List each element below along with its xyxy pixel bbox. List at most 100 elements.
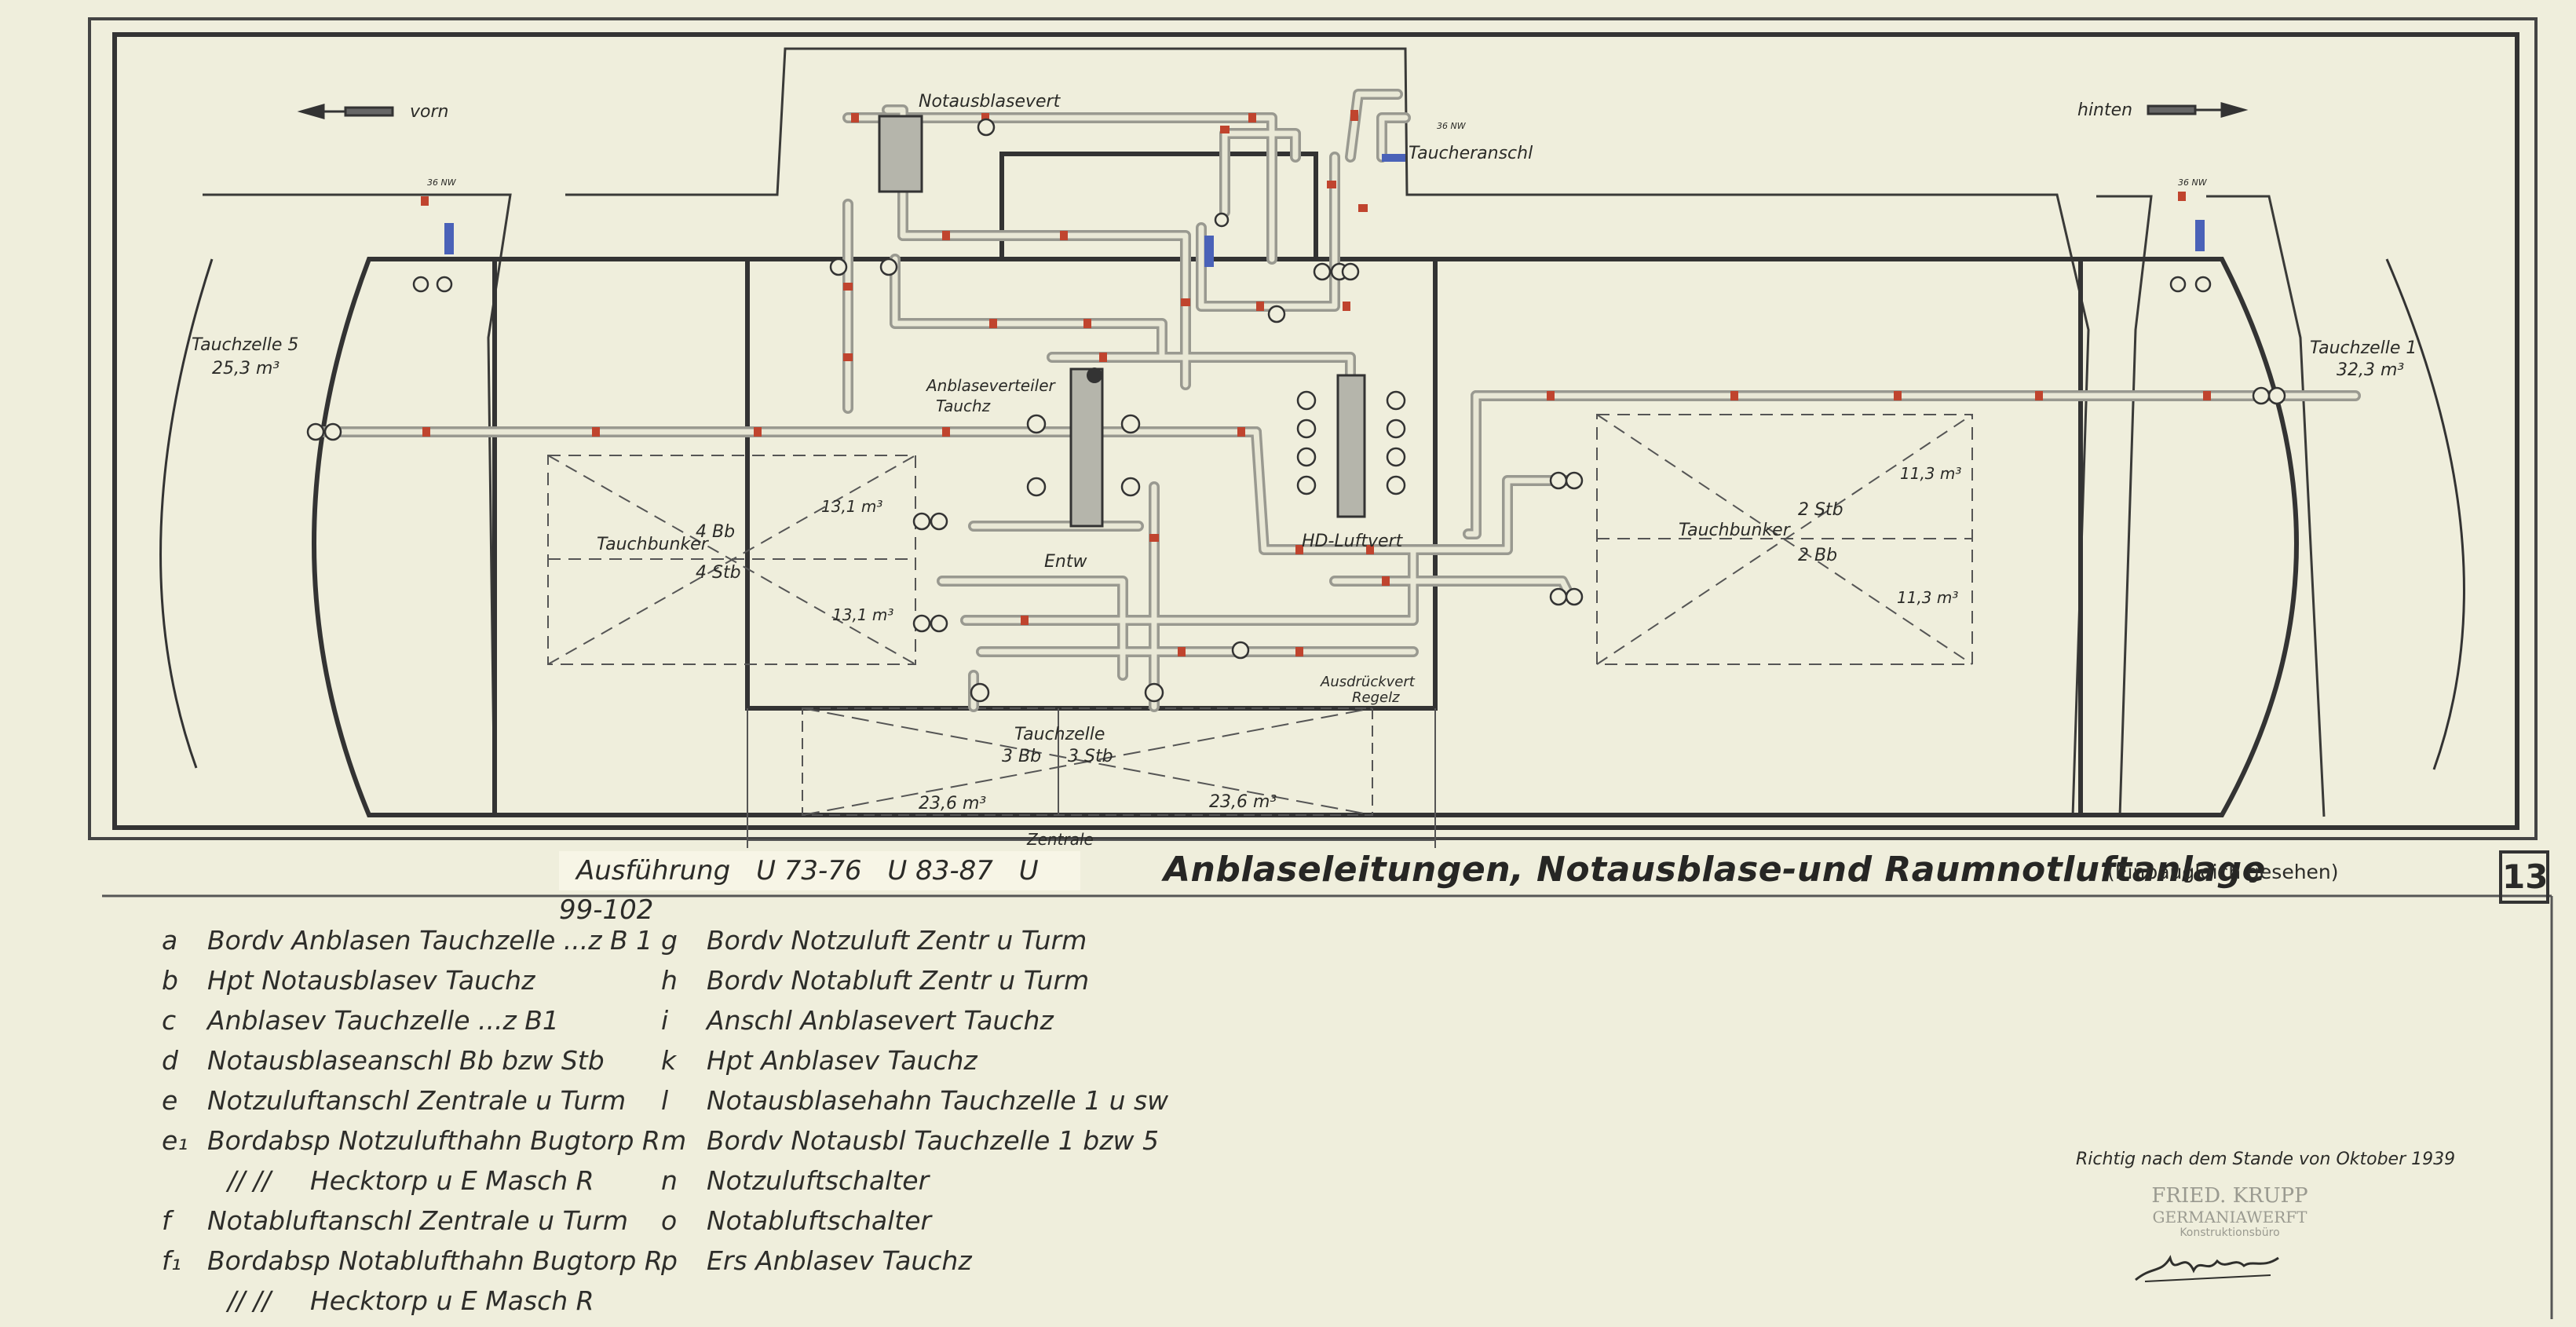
legend-text: Bordv Anblasen Tauchzelle ...z B 1: [207, 925, 653, 956]
turm-room: [999, 152, 1318, 261]
legend-item: e Notzuluftanschl Zentrale u Turm: [162, 1080, 663, 1120]
legend-item: // // Hecktorp u E Masch R: [162, 1281, 663, 1321]
label-hd-luftvert: HD-Luftvert: [1302, 532, 1404, 551]
legend-text: Anschl Anblasevert Tauchz: [707, 1005, 1054, 1036]
legend-text: Notausblasehahn Tauchzelle 1 u sw: [707, 1085, 1169, 1116]
legend-text: Hpt Notausblasev Tauchz: [207, 965, 535, 996]
legend-item: i Anschl Anblasevert Tauchz: [661, 1000, 1168, 1040]
inner-frame: [112, 32, 2519, 830]
label-entw: Entw: [1044, 552, 1087, 572]
drawing-title: Anblaseleitungen, Notausblase-und Raumno…: [1164, 850, 2266, 890]
legend-key: p: [661, 1245, 678, 1276]
tauchzelle-center: [747, 707, 1436, 848]
legend-key: o: [661, 1205, 678, 1236]
legend-key: g: [661, 925, 678, 956]
tauchzelle1-stern: [2385, 258, 2465, 770]
legend-key: h: [661, 965, 678, 996]
ausfuehrung-label: Ausführung: [576, 855, 731, 886]
label-pipe-size-center: 36 NW: [1437, 121, 1467, 131]
label-hinten: hinten: [2077, 101, 2132, 120]
label-bunker-left-vol-top: 13,1 m³: [821, 497, 882, 516]
tauchzelle1-outline: [2078, 257, 2299, 817]
tauchzelle5-bow: [159, 258, 214, 769]
legend-text: Notzuluftanschl Zentrale u Turm: [207, 1085, 627, 1116]
label-pipe-size-right: 36 NW: [2178, 177, 2208, 188]
legend-ditto: // //: [228, 1285, 271, 1316]
label-tauchzelle5: Tauchzelle 5: [192, 335, 298, 355]
legend-text: Hpt Anblasev Tauchz: [707, 1045, 977, 1076]
legend-text: Hecktorp u E Masch R: [309, 1165, 594, 1196]
legend-text: Ers Anblasev Tauchz: [707, 1245, 972, 1276]
legend-text: Notabluftanschl Zentrale u Turm: [207, 1205, 629, 1236]
legend-key: d: [162, 1045, 178, 1076]
label-bunker-left-4bb: 4 Bb: [696, 522, 735, 542]
label-tauchzelle1: Tauchzelle 1: [2310, 338, 2417, 358]
legend-text: Bordv Notausbl Tauchzelle 1 bzw 5: [707, 1125, 1159, 1156]
label-pipe-size-left: 36 NW: [427, 177, 457, 188]
legend-item: h Bordv Notabluft Zentr u Turm: [661, 960, 1168, 1000]
label-tauchzelle1-vol: 32,3 m³: [2337, 360, 2404, 380]
label-taucheranschl: Taucheranschl: [1409, 144, 1533, 163]
legend-key: m: [661, 1125, 687, 1156]
legend-item: b Hpt Notausblasev Tauchz: [162, 960, 663, 1000]
notausblasevert: [878, 115, 923, 193]
legend-ditto: // //: [228, 1165, 271, 1196]
legend-key: a: [162, 925, 178, 956]
label-tauchbunker-left: Tauchbunker: [597, 535, 710, 554]
label-bunker-right-2stb: 2 Stb: [1798, 500, 1843, 520]
label-tz-center-3stb: 3 Stb: [1068, 747, 1113, 766]
legend-text: Bordabsp Notzulufthahn Bugtorp R: [207, 1125, 660, 1156]
label-bunker-right-vol-top: 11,3 m³: [1900, 464, 1961, 483]
legend-key: c: [162, 1005, 177, 1036]
legend-key: f₁: [162, 1245, 181, 1276]
legend-key: b: [162, 965, 178, 996]
legend-item: m Bordv Notausbl Tauchzelle 1 bzw 5: [661, 1120, 1168, 1161]
company-stamp: FRIED. KRUPP GERMANIAWERFT Konstruktions…: [2151, 1184, 2308, 1239]
label-tauchz: Tauchz: [936, 397, 991, 415]
legend-text: Hecktorp u E Masch R: [309, 1285, 594, 1316]
label-bunker-right-2bb: 2 Bb: [1798, 546, 1837, 565]
label-ausdrueckvert: Ausdrückvert: [1320, 674, 1416, 690]
legend-key: l: [661, 1085, 669, 1116]
tauchzelle5-outline: [312, 257, 497, 817]
label-tauchzelle5-vol: 25,3 m³: [212, 359, 280, 378]
label-tauchzelle-center: Tauchzelle: [1014, 725, 1105, 744]
hd-luftvert: [1296, 374, 1406, 518]
signature: [2135, 1255, 2279, 1282]
label-bunker-right-vol-bot: 11,3 m³: [1897, 588, 1958, 607]
legend-text: Notausblaseanschl Bb bzw Stb: [207, 1045, 605, 1076]
outer-frame: [88, 17, 2538, 840]
arrow-vorn: [297, 104, 394, 119]
stamp-line-2: GERMANIAWERFT: [2152, 1208, 2307, 1226]
legend-item: // // Hecktorp u E Masch R: [162, 1161, 663, 1201]
label-tz-center-vol-right: 23,6 m³: [1209, 792, 1277, 812]
label-notausblasevert: Notausblasevert: [919, 92, 1061, 111]
label-bunker-left-4stb: 4 Stb: [696, 563, 741, 583]
label-bunker-left-vol-bot: 13,1 m³: [832, 605, 893, 624]
pipe-markers-blue: [444, 154, 2205, 267]
label-tauchbunker-right: Tauchbunker: [1679, 521, 1792, 540]
legend-key: f: [162, 1205, 171, 1236]
arrow-hinten: [2147, 102, 2249, 118]
legend-text: Bordabsp Notablufthahn Bugtorp R: [207, 1245, 663, 1276]
legend-item: f Notabluftanschl Zentrale u Turm: [162, 1201, 663, 1241]
label-zentrale: Zentrale: [1026, 830, 1094, 849]
tauchbunker-left: [547, 455, 916, 665]
legend-key: n: [661, 1165, 678, 1196]
drawing-subtitle: (Einbaugleich gesehen): [2107, 861, 2339, 883]
legend-text: Bordv Notabluft Zentr u Turm: [707, 965, 1090, 996]
sheet-number: 13: [2499, 850, 2549, 904]
legend-item: a Bordv Anblasen Tauchzelle ...z B 1: [162, 920, 663, 960]
label-anblaseverteiler: Anblaseverteiler: [925, 376, 1057, 395]
label-vorn: vorn: [410, 102, 448, 122]
legend-key: e: [162, 1085, 178, 1116]
variant-3: U 99-102: [559, 855, 1039, 926]
stamp-line-1: FRIED. KRUPP: [2151, 1184, 2308, 1208]
legend-key: i: [661, 1005, 669, 1036]
